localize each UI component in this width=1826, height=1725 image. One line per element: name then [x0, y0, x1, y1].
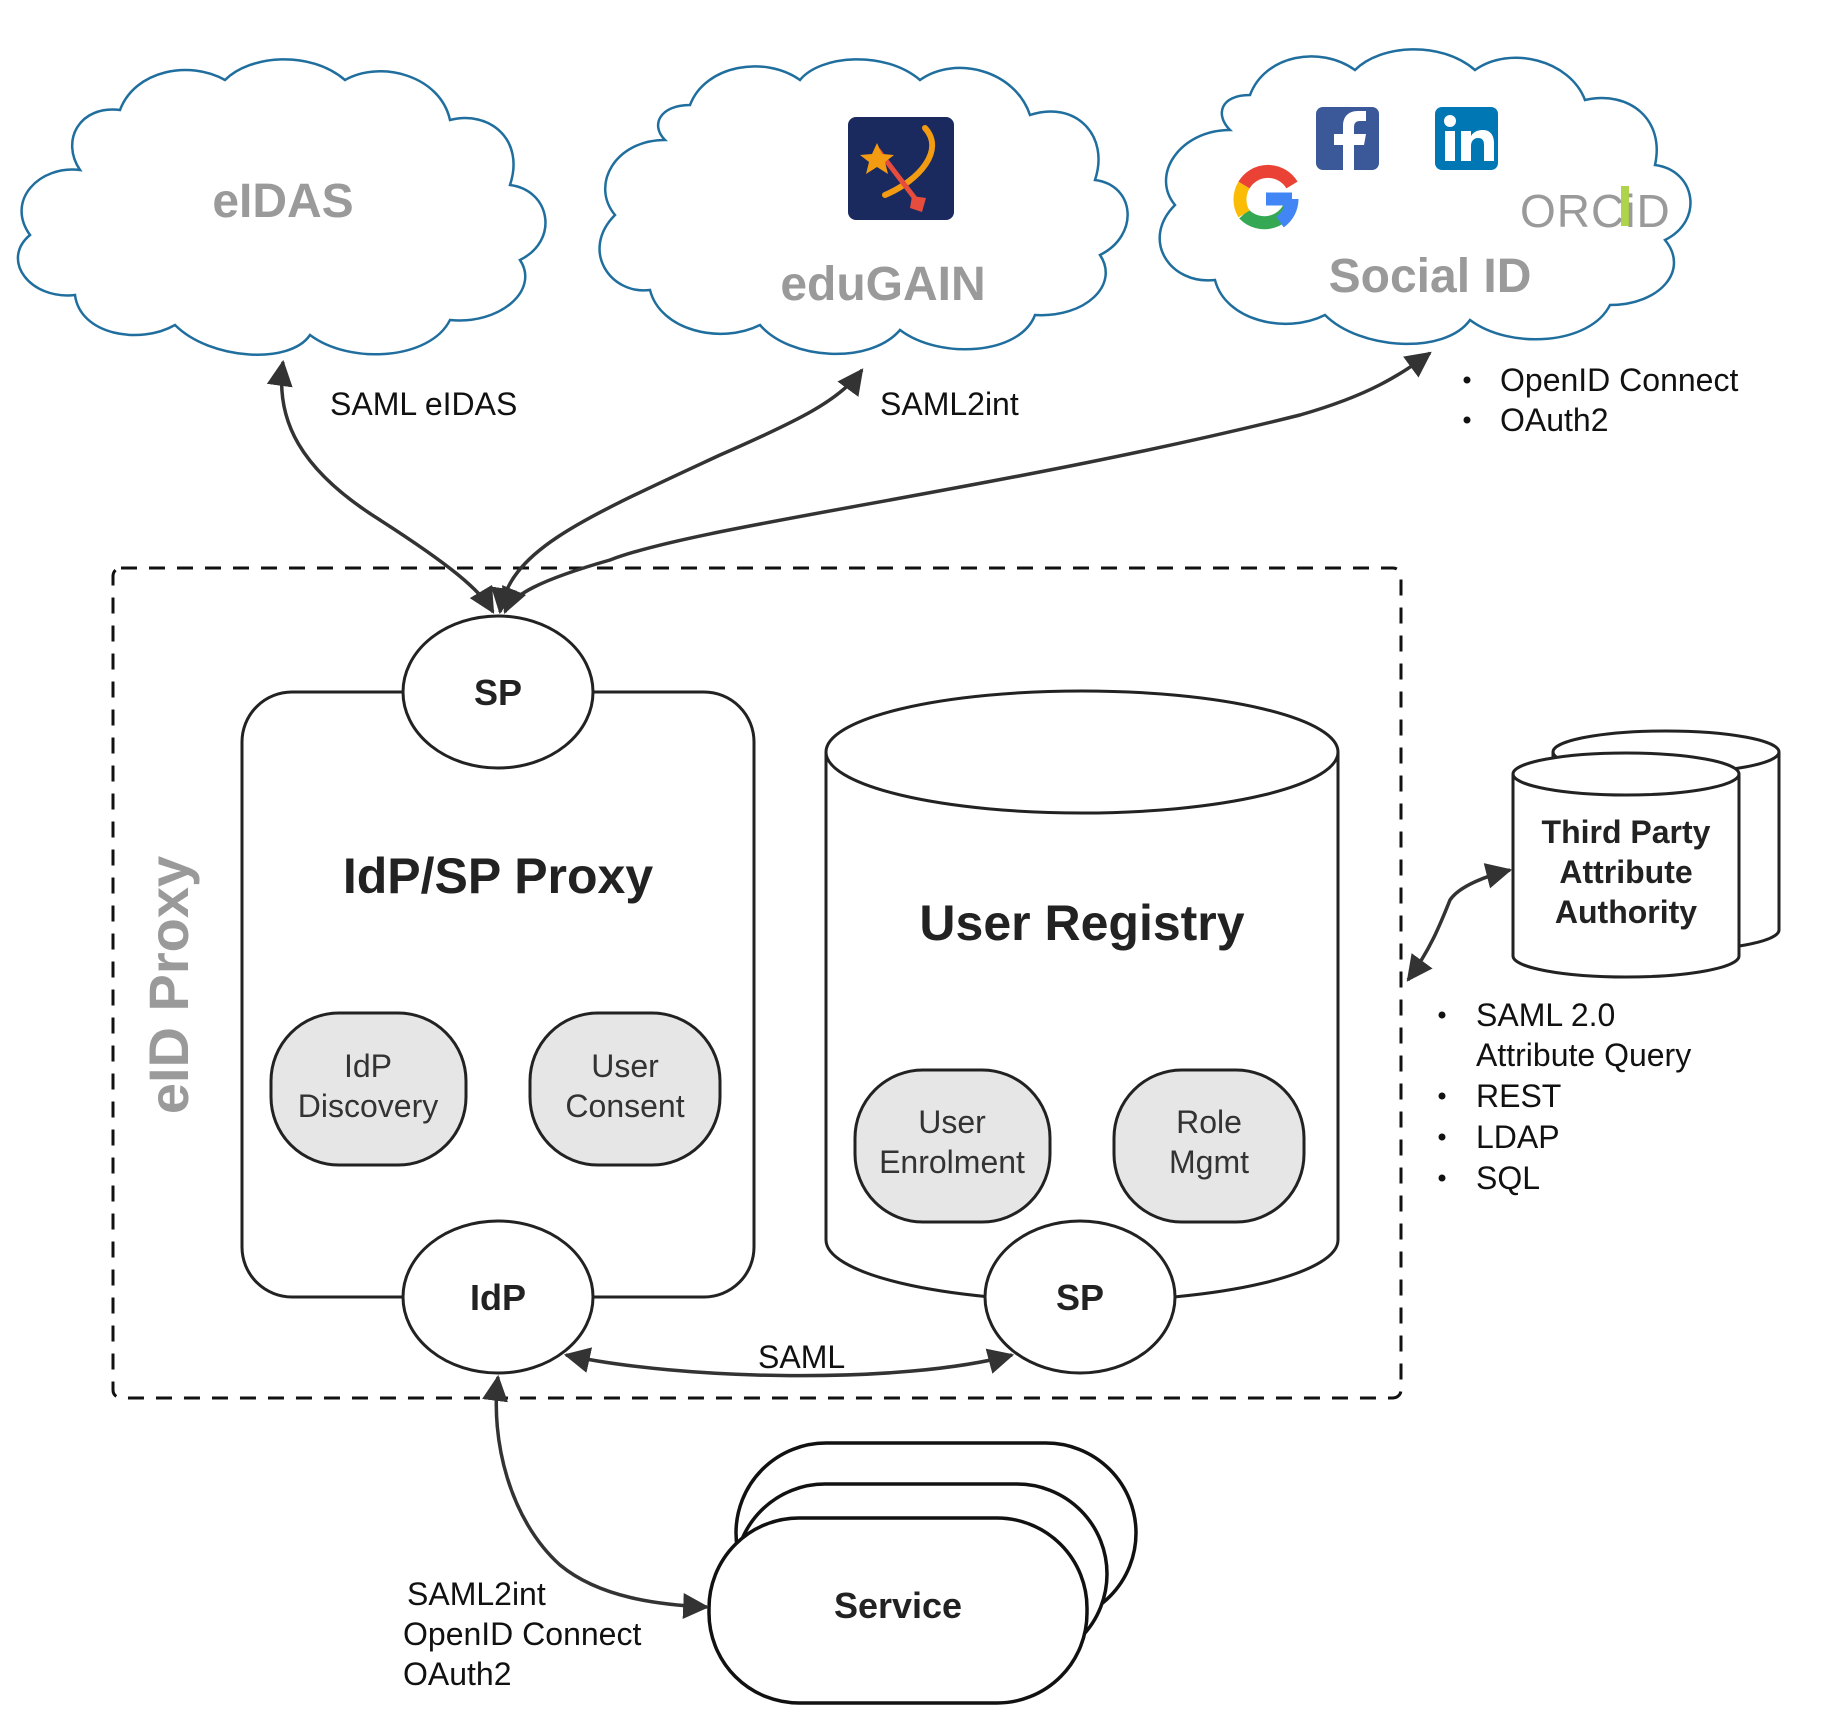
eidas-cloud-title: eIDAS — [212, 175, 353, 228]
tpa-connector — [1406, 863, 1513, 982]
service-protocol-list: SAML2int OpenID Connect OAuth2 — [403, 1576, 641, 1692]
role-mgmt-line1: Role — [1176, 1104, 1242, 1140]
service-protocol-3: OAuth2 — [403, 1656, 512, 1692]
idp-discovery-line2: Discovery — [298, 1088, 438, 1124]
proxy-sp-endpoint: SP — [401, 614, 595, 770]
social-protocol-1: OpenID Connect — [1500, 362, 1738, 398]
edugain-connector — [490, 368, 864, 615]
user-consent-module: User Consent — [528, 1011, 722, 1167]
tpa-protocol-4: SQL — [1476, 1160, 1540, 1196]
google-icon — [1233, 164, 1299, 230]
service-stack: Service — [707, 1441, 1138, 1705]
eid-proxy-boundary — [111, 566, 1403, 1400]
orcid-logo: ORCiD — [1520, 185, 1671, 237]
idp-discovery-line1: IdP — [344, 1048, 392, 1084]
tpa-protocol-list: SAML 2.0 Attribute Query REST LDAP SQL — [1438, 997, 1691, 1196]
eidas-connector — [266, 359, 495, 614]
social-id-cloud-title: Social ID — [1329, 250, 1532, 303]
orcid-logo-text: ORCiD — [1520, 185, 1671, 237]
user-registry-title: User Registry — [919, 895, 1244, 951]
tpa-protocol-2: REST — [1476, 1078, 1561, 1114]
proxy-idp-label: IdP — [470, 1277, 526, 1318]
service-protocol-1: SAML2int — [407, 1576, 546, 1612]
proxy-sp-label: SP — [474, 672, 522, 713]
role-mgmt-line2: Mgmt — [1169, 1144, 1249, 1180]
registry-sp-endpoint: SP — [983, 1219, 1177, 1375]
eidas-link-label: SAML eIDAS — [330, 386, 517, 422]
eid-proxy-title: eID Proxy — [137, 856, 200, 1114]
saml-internal-connector — [563, 1347, 1015, 1378]
social-protocol-list: OpenID Connect OAuth2 — [1463, 362, 1738, 438]
proxy-idp-endpoint: IdP — [401, 1219, 595, 1375]
role-mgmt-module: Role Mgmt — [1112, 1068, 1306, 1224]
service-connector — [482, 1374, 710, 1619]
idp-discovery-module: IdP Discovery — [269, 1011, 468, 1167]
social-id-connector — [502, 351, 1432, 615]
user-enrolment-line1: User — [918, 1104, 986, 1140]
social-id-cloud: ORCiD Social ID — [1158, 48, 1692, 345]
linkedin-icon — [1435, 107, 1498, 170]
eidas-cloud: eIDAS — [16, 58, 547, 356]
edugain-cloud-title: eduGAIN — [780, 258, 985, 311]
tpa-line1: Third Party — [1542, 814, 1711, 850]
edugain-link-label: SAML2int — [880, 386, 1019, 422]
user-consent-line1: User — [591, 1048, 659, 1084]
idp-sp-proxy-box — [240, 690, 756, 1299]
tpa-protocol-1: SAML 2.0 — [1476, 997, 1615, 1033]
user-enrolment-module: User Enrolment — [853, 1068, 1052, 1224]
social-protocol-2: OAuth2 — [1500, 402, 1609, 438]
user-consent-line2: Consent — [565, 1088, 684, 1124]
tpa-line2: Attribute — [1559, 854, 1692, 890]
tpa-protocol-3: LDAP — [1476, 1119, 1560, 1155]
edugain-logo-icon — [848, 117, 954, 220]
service-protocol-2: OpenID Connect — [403, 1616, 641, 1652]
idp-sp-proxy-title: IdP/SP Proxy — [343, 848, 654, 904]
edugain-cloud: eduGAIN — [598, 58, 1129, 355]
facebook-icon — [1316, 107, 1379, 170]
tpa-line3: Authority — [1555, 894, 1697, 930]
third-party-attribute-authority: Third Party Attribute Authority — [1511, 729, 1781, 979]
registry-sp-label: SP — [1056, 1277, 1104, 1318]
tpa-protocol-1-cont: Attribute Query — [1476, 1037, 1691, 1073]
user-enrolment-line2: Enrolment — [879, 1144, 1025, 1180]
saml-internal-label: SAML — [758, 1339, 845, 1375]
service-title: Service — [834, 1585, 962, 1626]
